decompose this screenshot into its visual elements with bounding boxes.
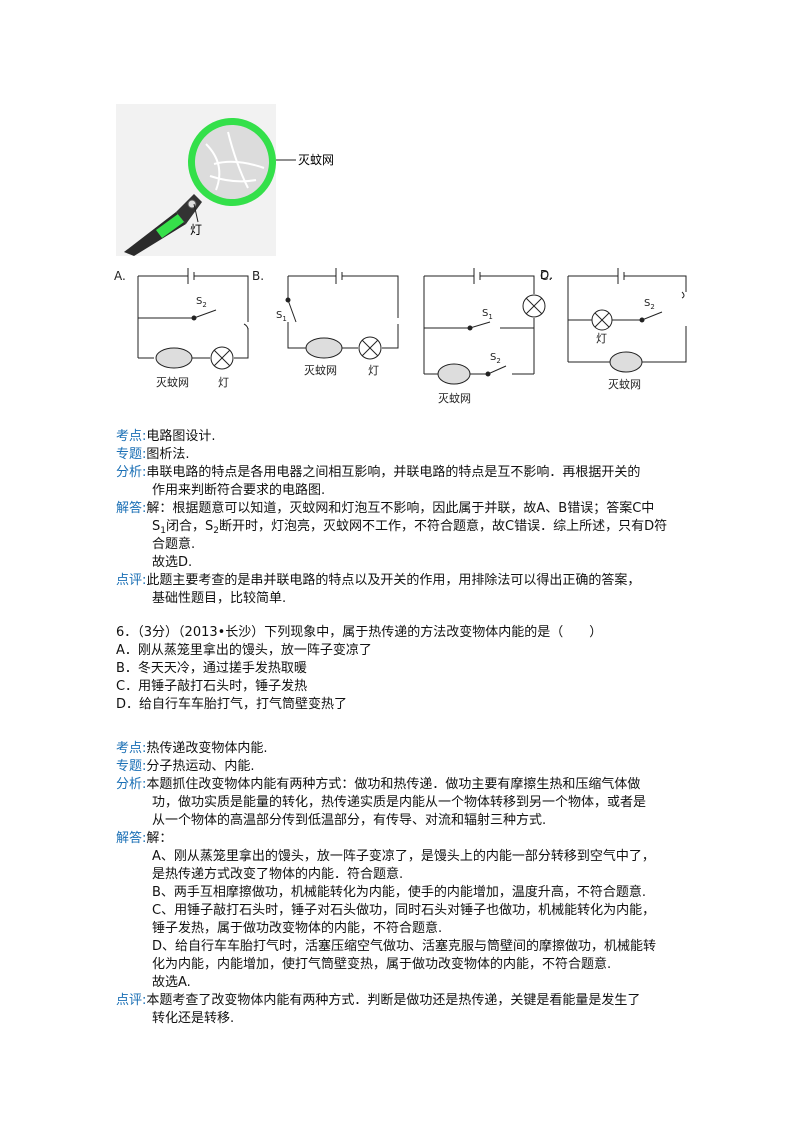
- dianping-line-2: 基础性题目，比较简单.: [152, 591, 287, 606]
- zhuanti-label: 专题:: [116, 759, 147, 774]
- kaodian-text: 电路图设计.: [146, 429, 216, 444]
- option-d-letter: D.: [540, 268, 554, 282]
- jieda-line-3: B、两手互相摩擦做功，机械能转化为内能，使手的内能增加，温度升高，不符合题意.: [152, 885, 647, 900]
- svg-text:B.: B.: [252, 269, 264, 283]
- racket-figure: 灭蚊网 灯: [116, 104, 376, 256]
- jieda-line-8: 故选A.: [152, 975, 191, 990]
- q6-stem: 6．（3分）（2013•长沙）下列现象中，属于热传递的方法改变物体内能的是（ ）: [116, 625, 603, 640]
- option-a-letter: A.: [114, 269, 126, 283]
- jieda-label: 解答:: [116, 501, 147, 516]
- lamp-label: 灯: [190, 223, 202, 237]
- dianping-label: 点评:: [116, 573, 147, 588]
- jieda-line-1: A、刚从蒸笼里拿出的馒头，放一阵子变凉了，是馒头上的内能一部分转移到空气中了，: [152, 849, 655, 864]
- svg-text:C.: C.: [540, 269, 552, 283]
- jieda-line-2: 是热传递方式改变了物体的内能．符合题意.: [152, 867, 404, 882]
- circuit-options: A. S2 灭蚊网 灯 B. S1 灭蚊网 灯: [110, 262, 690, 412]
- dianping-line-2: 转化还是转移.: [152, 1011, 235, 1026]
- jieda-line-5: 锤子发热，属于做功改变物体的内能，不符合题意.: [152, 921, 443, 936]
- fenxi-line-2: 功，做功实质是能量的转化，热传递实质是内能从一个物体转移到另一个物体，或者是: [152, 795, 647, 810]
- jieda-label: 解答:: [116, 831, 147, 846]
- jieda-line-3: 合题意.: [152, 537, 196, 552]
- jieda-line-7: 化为内能，内能增加，使打气筒壁变热，属于做功改变物体的内能，不符合题意.: [152, 957, 612, 972]
- svg-text:灯: 灯: [596, 332, 607, 345]
- svg-text:S2: S2: [644, 298, 655, 311]
- kaodian-label: 考点:: [116, 741, 147, 756]
- q6-option-b: B．冬天天冷，通过搓手发热取暖: [116, 661, 307, 676]
- fenxi-line-1: 串联电路的特点是各用电器之间相互影响，并联电路的特点是互不影响．再根据开关的: [146, 465, 641, 480]
- svg-text:S2: S2: [196, 296, 207, 309]
- svg-text:S2: S2: [490, 352, 501, 365]
- fenxi-line-2: 作用来判断符合要求的电路图.: [152, 483, 326, 498]
- circuit-a: A. S2 灭蚊网 灯: [114, 268, 249, 389]
- circuit-b: B. S1 灭蚊网 灯: [252, 268, 399, 377]
- kaodian-text: 热传递改变物体内能.: [146, 741, 268, 756]
- circuit-d: S2 灯 灭蚊网: [567, 268, 687, 391]
- circuit-c: C. S1 S2 灭蚊网: [423, 268, 552, 405]
- svg-text:灭蚊网: 灭蚊网: [438, 391, 471, 405]
- fenxi-label: 分析:: [116, 777, 147, 792]
- svg-text:S1: S1: [482, 308, 493, 321]
- jieda-line-6: D、给自行车车胎打气时，活塞压缩空气做功、活塞克服与筒壁间的摩擦做功，机械能转: [152, 939, 657, 954]
- jieda-line-4: C、用锤子敲打石头时，锤子对石头做功，同时石头对锤子也做功，机械能转化为内能，: [152, 903, 656, 918]
- q6-option-d: D．给自行车车胎打气，打气筒壁变热了: [116, 697, 348, 712]
- jieda-line-1: 解：根据题意可以知道，灭蚊网和灯泡互不影响，因此属于并联，故A、B错误；答案C中: [146, 501, 655, 516]
- kaodian-label: 考点:: [116, 429, 147, 444]
- zhuanti-text: 分子热运动、内能.: [146, 759, 255, 774]
- zhuanti-label: 专题:: [116, 447, 147, 462]
- svg-text:S1: S1: [276, 310, 287, 323]
- svg-text:灯: 灯: [368, 364, 379, 377]
- svg-text:灭蚊网: 灭蚊网: [156, 375, 189, 389]
- fenxi-line-3: 从一个物体的高温部分传到低温部分，有传导、对流和辐射三种方式.: [152, 813, 547, 828]
- fenxi-line-1: 本题抓住改变物体内能有两种方式：做功和热传递．做功主要有摩擦生热和压缩气体做: [146, 777, 641, 792]
- jieda-line-4: 故选D.: [152, 555, 193, 570]
- racket-label: 灭蚊网: [298, 152, 334, 167]
- circuit-diagrams: A. S2 灭蚊网 灯 B. S1 灭蚊网 灯: [114, 268, 687, 405]
- q6-option-a: A．刚从蒸笼里拿出的馒头，放一阵子变凉了: [116, 643, 372, 658]
- svg-text:灯: 灯: [218, 376, 229, 389]
- svg-text:灭蚊网: 灭蚊网: [608, 377, 641, 391]
- svg-text:灭蚊网: 灭蚊网: [304, 363, 337, 377]
- zhuanti-text: 图析法.: [146, 447, 190, 462]
- jieda-line-2: S1闭合，S2断开时，灯泡亮，灭蚊网不工作，不符合题意，故C错误．综上所述，只有…: [152, 519, 668, 536]
- q6-option-c: C．用锤子敲打石头时，锤子发热: [116, 679, 308, 694]
- dianping-line-1: 此题主要考查的是串并联电路的特点以及开关的作用，用排除法可以得出正确的答案，: [146, 573, 641, 588]
- dianping-label: 点评:: [116, 993, 147, 1008]
- jieda-line-0: 解：: [146, 831, 173, 846]
- racket-illustration: 灭蚊网 灯: [116, 104, 334, 256]
- fenxi-label: 分析:: [116, 465, 147, 480]
- dianping-line-1: 本题考查了改变物体内能有两种方式．判断是做功还是热传递，关键是看能量是发生了: [146, 993, 641, 1008]
